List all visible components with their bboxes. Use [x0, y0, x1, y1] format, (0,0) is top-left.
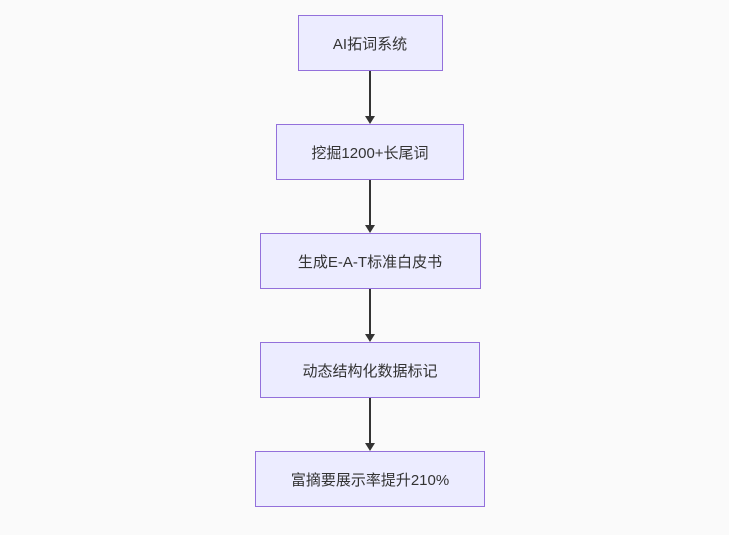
node-label: 生成E-A-T标准白皮书	[297, 253, 443, 271]
node-label: 富摘要展示率提升210%	[290, 471, 450, 489]
node-label: AI拓词系统	[332, 35, 408, 53]
flowchart-arrow-1	[365, 71, 375, 124]
flowchart-node-ai-word-expansion-system: AI拓词系统	[297, 15, 443, 71]
flowchart-arrow-2	[365, 180, 375, 233]
flowchart-column: AI拓词系统 挖掘1200+长尾词 生成E-A-T标准白皮书 动态结构化数据标记	[255, 15, 485, 507]
flowchart-node-rich-snippet-rate-increase: 富摘要展示率提升210%	[255, 451, 485, 507]
flowchart-node-dynamic-structured-data-markup: 动态结构化数据标记	[260, 342, 480, 398]
node-label: 动态结构化数据标记	[302, 362, 438, 380]
arrow-line	[369, 398, 371, 443]
flowchart-node-generate-eat-whitepaper: 生成E-A-T标准白皮书	[259, 233, 481, 289]
arrow-line	[369, 71, 371, 116]
arrow-line	[369, 180, 371, 225]
node-label: 挖掘1200+长尾词	[311, 144, 429, 162]
arrowhead-down-icon	[365, 116, 375, 124]
flowchart-arrow-4	[365, 398, 375, 451]
flowchart-node-mine-longtail-keywords: 挖掘1200+长尾词	[276, 124, 464, 180]
flowchart-arrow-3	[365, 289, 375, 342]
arrow-line	[369, 289, 371, 334]
arrowhead-down-icon	[365, 225, 375, 233]
arrowhead-down-icon	[365, 334, 375, 342]
arrowhead-down-icon	[365, 443, 375, 451]
